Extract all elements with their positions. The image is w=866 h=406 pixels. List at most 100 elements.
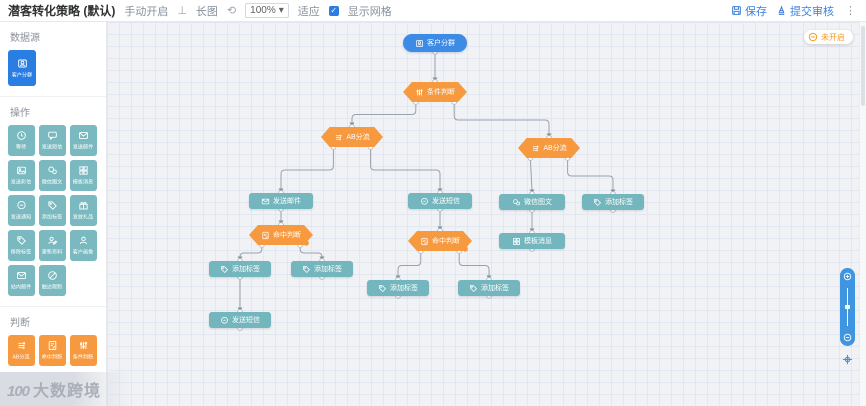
node-label: AB分流 xyxy=(543,145,567,152)
node-label: 添加标签 xyxy=(314,266,342,273)
flow-node-n7[interactable]: 微信图文 xyxy=(499,194,565,210)
node-label: 客户分群 xyxy=(427,40,455,47)
tile-label: 客户分群 xyxy=(11,72,33,78)
brand-name: 大数跨境 xyxy=(33,383,102,400)
palette-tile[interactable]: 添加标签 xyxy=(39,195,66,226)
palette-tile[interactable]: 等待 xyxy=(8,125,35,156)
tag-icon xyxy=(303,265,311,273)
fit-button[interactable]: 适应 xyxy=(297,5,320,18)
flow-node-n9[interactable]: 命中判断 xyxy=(249,225,313,245)
status-icon xyxy=(808,32,818,42)
scrollbar-thumb[interactable] xyxy=(861,26,865,106)
palette-tile[interactable]: 微信图文 xyxy=(39,160,66,191)
flow-node-n12[interactable]: 添加标签 xyxy=(291,261,353,277)
long-image-button[interactable]: 长图 xyxy=(195,5,218,18)
flow-node-n3[interactable]: AB分流 xyxy=(321,127,383,147)
zoom-widget xyxy=(840,268,855,346)
flow-node-n11[interactable]: 添加标签 xyxy=(209,261,271,277)
zoom-in-icon[interactable] xyxy=(843,272,852,281)
grid-checkbox[interactable]: ✓ xyxy=(328,5,339,16)
undo-icon[interactable]: ⟲ xyxy=(226,5,237,17)
flow-node-n10[interactable]: 模板消息 xyxy=(499,233,565,249)
notify-icon xyxy=(221,316,228,324)
sliders-icon xyxy=(79,341,88,350)
flow-node-n15[interactable]: 添加标签 xyxy=(458,280,520,296)
palette-tile[interactable]: AB分流 xyxy=(8,335,35,366)
mail-icon xyxy=(79,132,88,139)
mail-icon xyxy=(261,198,270,204)
node-label: 添加标签 xyxy=(605,199,633,206)
tile-label: 发送短信 xyxy=(42,145,63,151)
tag-icon xyxy=(379,284,387,292)
palette-tile[interactable]: 站内邮件 xyxy=(8,265,35,296)
brand-watermark: 100 大数跨境 xyxy=(7,377,101,401)
flow-node-n6[interactable]: 发送短信 xyxy=(408,193,472,209)
palette-tile[interactable]: 触达限制 xyxy=(39,265,66,296)
tile-label: 客户画像 xyxy=(73,250,94,256)
clock-icon xyxy=(17,131,26,140)
zoom-slider[interactable] xyxy=(845,288,850,326)
image-icon xyxy=(17,166,26,175)
node-label: 发送短信 xyxy=(232,317,260,324)
tile-grid: 等待发送短信 发送邮件发送彩信微信图文 模板消息发送通知添加标签 发放礼品移除标签更新… xyxy=(0,124,106,300)
flow-node-n8[interactable]: 添加标签 xyxy=(582,194,644,210)
locate-button[interactable] xyxy=(842,352,853,370)
palette-tile[interactable]: 客户画像 xyxy=(70,230,97,261)
palette-tile[interactable]: 发送邮件 xyxy=(70,125,97,156)
palette-tile[interactable]: 命中判断 xyxy=(39,335,66,366)
notify-icon xyxy=(17,201,26,210)
node-label: AB分流 xyxy=(346,134,370,141)
notify-icon xyxy=(421,197,428,205)
flow-node-n16[interactable]: 发送短信 xyxy=(209,312,271,328)
palette-tile[interactable]: 发放礼品 xyxy=(70,195,97,226)
save-icon xyxy=(732,6,741,15)
node-label: 命中判断 xyxy=(432,238,460,245)
section-title: 数据源 xyxy=(10,33,40,44)
palette-tile[interactable]: 条件判断 xyxy=(70,335,97,366)
tile-label: 微信图文 xyxy=(42,180,63,186)
ab-icon xyxy=(18,342,26,349)
group-icon xyxy=(17,59,27,67)
flow-node-n5[interactable]: 发送邮件 xyxy=(249,193,313,209)
palette-tile[interactable]: 模板消息 xyxy=(70,160,97,191)
ab-icon xyxy=(533,145,539,151)
submit-review-button[interactable]: 提交审核 xyxy=(776,3,834,19)
palette-tile[interactable]: 更新资料 xyxy=(39,230,66,261)
sliders-icon xyxy=(416,89,423,95)
group-icon xyxy=(415,39,424,47)
node-palette-sidebar: 数据源客户分群操作等待发送短信发送邮件发送彩信微信图文模板消息发送通知添加标签发… xyxy=(0,22,107,406)
tag-icon xyxy=(470,284,478,292)
more-menu[interactable]: ⋮ xyxy=(845,5,856,17)
watermark-background xyxy=(0,372,132,406)
export-icon[interactable]: ⊥ xyxy=(177,5,187,17)
tile-label: 模板消息 xyxy=(73,180,94,186)
flow-node-n4[interactable]: AB分流 xyxy=(518,138,580,158)
tile-label: 添加标签 xyxy=(42,215,63,221)
zoom-out-icon[interactable] xyxy=(843,333,852,342)
brand-logo: 100 xyxy=(7,383,30,400)
palette-tile[interactable]: 发送通知 xyxy=(8,195,35,226)
tile-grid: AB分流 命中判断条件判断 xyxy=(0,334,106,370)
palette-tile[interactable]: 发送短信 xyxy=(39,125,66,156)
save-button[interactable]: 保存 xyxy=(731,3,767,19)
palette-tile[interactable]: 客户分群 xyxy=(8,50,36,86)
flow-node-n14[interactable]: 添加标签 xyxy=(367,280,429,296)
mode-toggle[interactable]: 手动开启 xyxy=(124,5,169,18)
template-icon xyxy=(79,166,88,175)
flow-node-n2[interactable]: 条件判断 xyxy=(403,82,467,102)
zoom-select[interactable]: 100%▾ xyxy=(245,3,289,18)
zoom-slider-handle[interactable] xyxy=(845,305,850,309)
section-title: 判断 xyxy=(10,318,30,329)
palette-tile[interactable]: 发送彩信 xyxy=(8,160,35,191)
section-divider xyxy=(0,96,106,97)
node-label: 微信图文 xyxy=(524,199,552,206)
flow-node-n13[interactable]: 命中判断 xyxy=(408,231,472,251)
wechat-icon xyxy=(48,166,57,175)
status-badge[interactable]: 未开启 xyxy=(804,30,853,44)
flow-node-n1[interactable]: 客户分群 xyxy=(403,34,467,52)
palette-tile[interactable]: 移除标签 xyxy=(8,230,35,261)
vertical-scrollbar[interactable] xyxy=(859,22,866,406)
tile-label: AB分流 xyxy=(12,355,30,361)
